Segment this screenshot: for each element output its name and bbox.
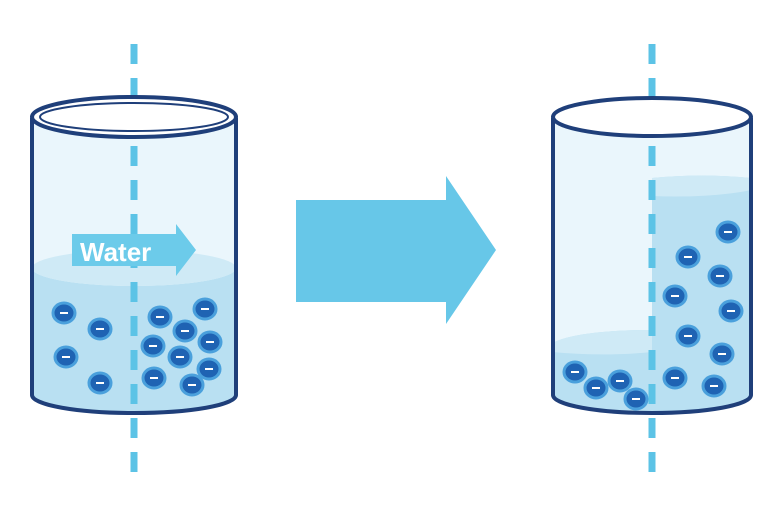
solute-particle-icon: [701, 374, 727, 398]
water-arrow-label: Water: [80, 237, 151, 267]
solute-particle-icon: [196, 357, 222, 381]
solute-particle-icon: [662, 284, 688, 308]
solute-particle-icon: [607, 369, 633, 393]
solute-particle-icon: [583, 376, 609, 400]
solute-particle-icon: [192, 297, 218, 321]
solute-particle-icon: [709, 342, 735, 366]
solute-particle-icon: [562, 360, 588, 384]
solute-particle-icon: [141, 366, 167, 390]
solute-particle-icon: [172, 319, 198, 343]
water-arrow-icon: [72, 224, 196, 276]
left-container: Water: [30, 44, 238, 472]
left-particles: [51, 297, 223, 397]
solute-particle-icon: [53, 345, 79, 369]
water-arrow: Water: [72, 224, 196, 276]
right-container-rim: [551, 96, 753, 138]
right-particles: [562, 220, 744, 411]
process-arrow-icon: [296, 176, 496, 324]
left-side-water-surface: [553, 329, 652, 355]
solute-particle-icon: [675, 245, 701, 269]
left-container-rim: [30, 95, 238, 139]
solute-particle-icon: [179, 373, 205, 397]
solute-particle-icon: [707, 264, 733, 288]
solute-particle-icon: [675, 324, 701, 348]
solute-particle-icon: [87, 317, 113, 341]
solute-particle-icon: [51, 301, 77, 325]
solute-particle-icon: [87, 371, 113, 395]
left-container-rim-inner: [39, 102, 229, 132]
solute-particle-icon: [147, 305, 173, 329]
solute-particle-icon: [718, 299, 744, 323]
solute-particle-icon: [662, 366, 688, 390]
solute-particle-icon: [197, 330, 223, 354]
right-container: [551, 44, 753, 472]
right-side-water-surface: [652, 175, 751, 197]
solute-particle-icon: [715, 220, 741, 244]
left-container-outline: [30, 118, 238, 415]
solute-particle-icon: [623, 387, 649, 411]
solute-particle-icon: [167, 345, 193, 369]
right-container-outline: [551, 118, 753, 415]
solute-particle-icon: [140, 334, 166, 358]
